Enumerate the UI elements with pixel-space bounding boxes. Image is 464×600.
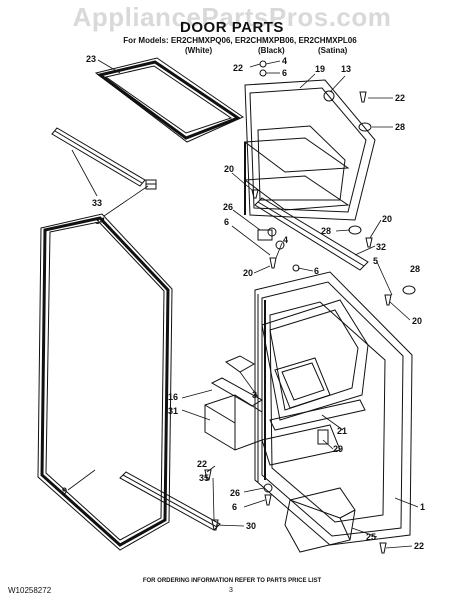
callout-6d: 6 (232, 502, 237, 512)
callout-28b: 28 (321, 226, 331, 236)
freezer-door (243, 79, 376, 221)
callout-20d: 20 (412, 316, 422, 326)
leader-lines (67, 59, 419, 549)
callout-22b: 22 (395, 93, 405, 103)
callout-4b: 4 (283, 235, 288, 245)
callout-26a: 26 (223, 202, 233, 212)
hinge-brackets (257, 229, 329, 445)
color-satina: (Satina) (318, 46, 348, 55)
callout-6a: 6 (282, 68, 287, 78)
callout-22a: 22 (233, 63, 243, 73)
callout-numbers: 22 4 6 19 13 22 28 23 33 34 20 26 6 4 20… (62, 54, 425, 551)
callout-6b: 6 (224, 217, 229, 227)
fresh-food-door-gasket (37, 213, 173, 551)
fresh-food-door (254, 271, 413, 546)
callout-19: 19 (315, 64, 325, 74)
strip-clip (145, 179, 157, 190)
callout-20b: 20 (243, 268, 253, 278)
callout-23: 23 (86, 54, 96, 64)
callout-20c: 20 (382, 214, 392, 224)
callout-28c: 28 (410, 264, 420, 274)
callout-29: 29 (333, 444, 343, 454)
callout-1: 1 (420, 502, 425, 512)
color-black: (Black) (258, 46, 285, 55)
callout-16: 16 (168, 392, 178, 402)
color-white: (White) (185, 46, 213, 55)
callout-34: 34 (95, 216, 105, 226)
callout-35: 35 (199, 473, 209, 483)
callout-26b: 26 (230, 488, 240, 498)
callout-6c: 6 (314, 266, 319, 276)
ordering-info: FOR ORDERING INFORMATION REFER TO PARTS … (142, 578, 322, 584)
callout-20a: 20 (224, 164, 234, 174)
page-title: DOOR PARTS (180, 19, 284, 36)
model-list: For Models: ER2CHMXPQ06, ER2CHMXPB06, ER… (123, 36, 357, 45)
callout-22c: 22 (197, 459, 207, 469)
callout-22d: 22 (414, 541, 424, 551)
dairy-door-parts (204, 355, 264, 451)
page-number: 3 (229, 587, 233, 594)
callout-31: 31 (168, 406, 178, 416)
callout-4a: 4 (282, 56, 287, 66)
callout-5: 5 (373, 256, 378, 266)
freezer-handle-trim (254, 197, 369, 271)
document-number: W10258272 (8, 586, 52, 595)
callout-3: 3 (252, 390, 257, 400)
freezer-door-gasket (94, 57, 245, 143)
callout-28a: 28 (395, 122, 405, 132)
callout-13: 13 (341, 64, 351, 74)
callout-32: 32 (376, 242, 386, 252)
lower-door-bin (284, 487, 356, 553)
callout-9: 9 (62, 486, 67, 496)
callout-33: 33 (92, 198, 102, 208)
watermark: AppliancePartsPros.com (72, 2, 392, 32)
callout-21: 21 (337, 426, 347, 436)
callout-25: 25 (366, 532, 376, 542)
callout-30: 30 (246, 521, 256, 531)
fresh-food-breaker-strip (119, 471, 221, 531)
freezer-breaker-strip (51, 127, 146, 187)
